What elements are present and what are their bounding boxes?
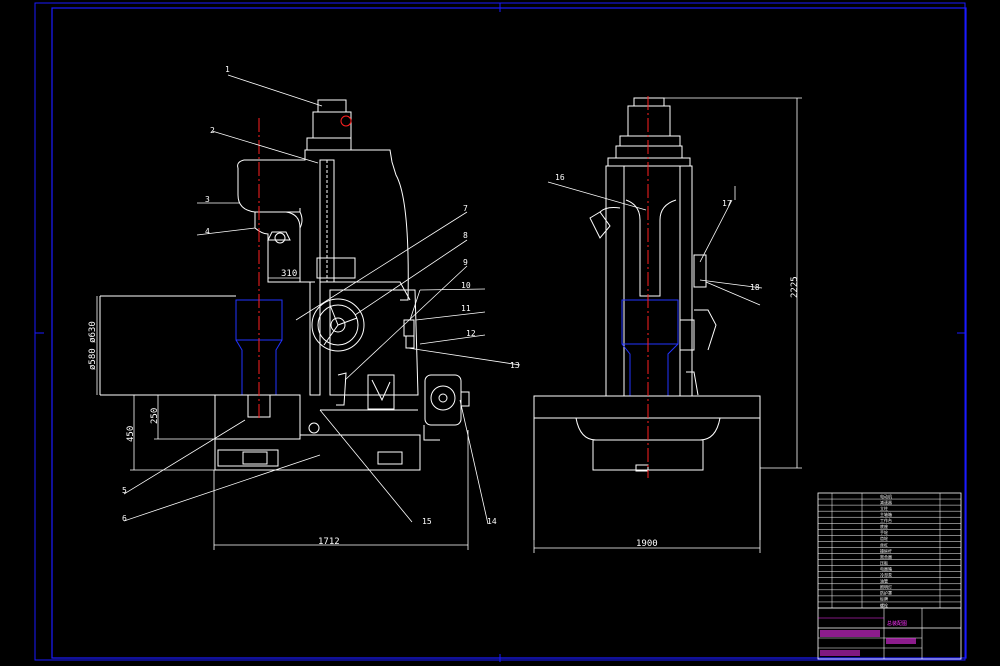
callout-16: 16 (555, 173, 565, 182)
frame-center-marks (35, 3, 966, 662)
callout-11: 11 (461, 304, 471, 313)
callout-labels: 1 2 3 4 5 6 7 8 9 10 11 12 13 14 15 16 1… (122, 65, 760, 526)
callout-10: 10 (461, 281, 471, 290)
callout-3: 3 (205, 195, 210, 204)
bom-row-label: 电动机 (880, 493, 892, 499)
callout-2: 2 (210, 126, 215, 135)
dim-diameter: ø580 ø630 (88, 321, 98, 370)
callout-12: 12 (466, 329, 476, 338)
callout-15: 15 (422, 517, 432, 526)
title-block: 电动机减速器立柱主轴箱工作台底座手轮齿轮丝杠操纵杆离合器压板电器箱冷却泵油管照明… (817, 492, 962, 660)
sheet-border-inner (51, 7, 967, 659)
bom-row-label: 齿轮 (880, 535, 888, 541)
bom-row-label: 冷却泵 (880, 572, 892, 578)
dimension-texts: 1712 1900 2225 310 ø580 ø630 250 450 (88, 269, 800, 549)
callout-8: 8 (463, 231, 468, 240)
bom-row-label: 标牌 (880, 596, 888, 602)
callout-13: 13 (510, 361, 520, 370)
bom-row-label: 防护罩 (880, 590, 892, 596)
callout-17: 17 (722, 199, 732, 208)
sheet-border-outer (34, 2, 966, 661)
callout-5: 5 (122, 486, 127, 495)
bom-row-label: 减速器 (880, 499, 892, 505)
callout-18: 18 (750, 283, 760, 292)
bom-row-label: 丝杠 (880, 541, 888, 547)
bom-row-label: 油管 (880, 578, 888, 584)
front-view (99, 99, 470, 471)
bom-row-label: 电器箱 (880, 565, 892, 571)
callout-4: 4 (205, 227, 210, 236)
dim-side-width: 1900 (636, 539, 658, 549)
dim-table-h1: 250 (150, 408, 160, 424)
dimension-lines (96, 97, 802, 553)
dim-front-width: 1712 (318, 537, 340, 547)
bom-row-label: 离合器 (880, 553, 892, 559)
bom-row-label: 操纵杆 (880, 547, 892, 553)
dim-throat: 310 (281, 269, 297, 279)
bom-row-label: 主轴箱 (880, 511, 892, 517)
leader-lines (123, 74, 763, 525)
callout-14: 14 (487, 517, 497, 526)
bom-row-label: 工作台 (880, 517, 892, 523)
bom-row-label: 压板 (880, 559, 888, 565)
callout-6: 6 (122, 514, 127, 523)
bom-row-label: 螺栓 (880, 602, 888, 608)
bom-row-label: 照明灯 (880, 584, 892, 590)
dim-height: 2225 (790, 276, 800, 298)
callout-7: 7 (463, 204, 468, 213)
side-view (533, 97, 761, 540)
callout-9: 9 (463, 258, 468, 267)
bom-row-label: 立柱 (880, 505, 888, 511)
bom-row-label: 底座 (880, 523, 888, 529)
dim-table-h2: 450 (126, 426, 136, 442)
drawing-title: 总装配图 (887, 620, 907, 627)
callout-1: 1 (225, 65, 230, 74)
bom-row-label: 手轮 (880, 529, 888, 535)
